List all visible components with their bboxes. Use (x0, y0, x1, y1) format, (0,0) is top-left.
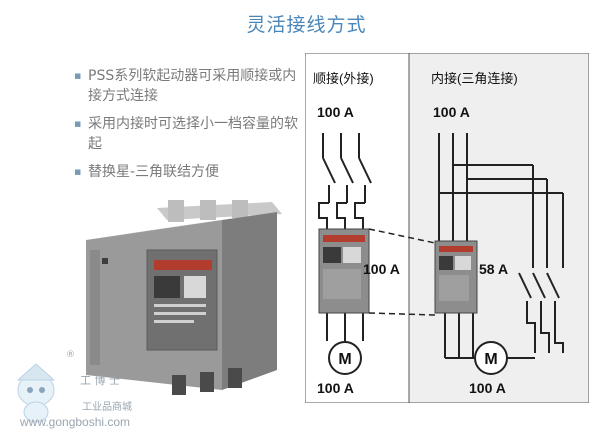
bullet-item: ▪ 采用内接时可选择小一档容量的软起 (74, 114, 304, 154)
slide-title: 灵活接线方式 (246, 14, 367, 36)
bullet-icon: ▪ (74, 165, 82, 178)
left-wiring (318, 133, 372, 341)
bullet-text: PSS系列软起动器可采用顺接或内接方式连接 (88, 68, 297, 104)
watermark-brand: 工 博 士 (80, 374, 120, 387)
left-header: 顺接(外接) (313, 71, 374, 86)
bullet-text: 采用内接时可选择小一档容量的软起 (88, 116, 298, 152)
bullet-item: ▪ 替换星-三角联结方便 (74, 162, 304, 182)
bullet-list: ▪ PSS系列软起动器可采用顺接或内接方式连接 ▪ 采用内接时可选择小一档容量的软起… (74, 66, 304, 190)
right-mid-current: 58 A (479, 261, 508, 277)
motor-right-label: M (484, 351, 497, 368)
watermark-url: www.gongboshi.com (20, 415, 131, 429)
bullet-text: 替换星-三角联结方便 (88, 164, 220, 180)
soft-starter-image (86, 200, 282, 395)
wiring-diagram: 顺接(外接) 内接(三角连接) 100 A 100 A M 100 A 100 … (305, 53, 589, 403)
registered-mark: ® (66, 350, 75, 360)
left-top-current: 100 A (317, 104, 354, 120)
left-bottom-current: 100 A (317, 380, 354, 396)
right-header: 内接(三角连接) (431, 71, 518, 86)
bullet-icon: ▪ (74, 69, 82, 82)
motor-right-symbol (474, 341, 508, 375)
left-mid-current: 100 A (363, 261, 400, 277)
right-wiring (438, 133, 564, 359)
motor-left-label: M (338, 351, 351, 368)
watermark-tagline: 工业品商城 (82, 402, 132, 413)
bullet-item: ▪ PSS系列软起动器可采用顺接或内接方式连接 (74, 66, 304, 106)
bullet-icon: ▪ (74, 117, 82, 130)
motor-left-symbol (328, 341, 362, 375)
right-bottom-current: 100 A (469, 380, 506, 396)
watermark-mascot-icon (16, 363, 56, 423)
right-top-current: 100 A (433, 104, 470, 120)
